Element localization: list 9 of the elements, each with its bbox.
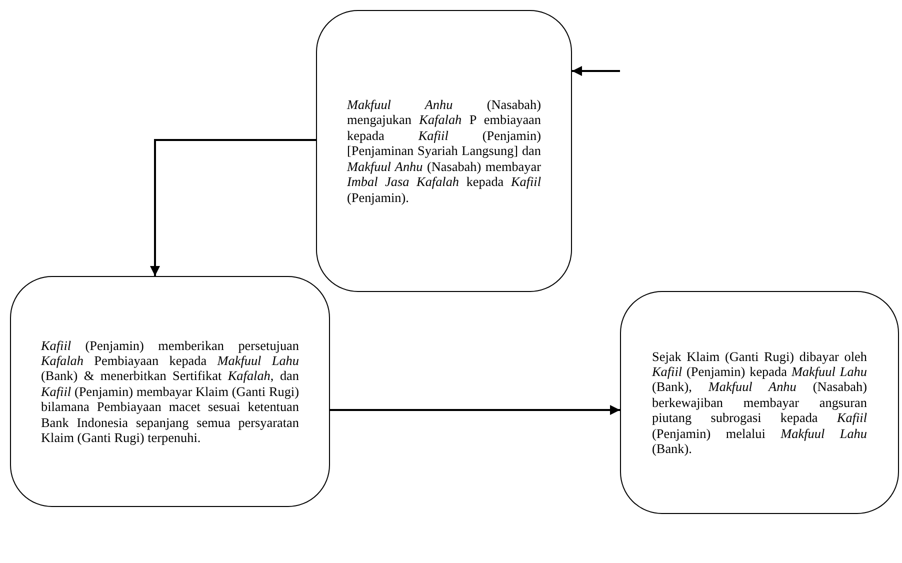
rounded-box — [316, 10, 572, 292]
arrow — [150, 139, 316, 276]
box-text: Kafiil (Penjamin) memberikan persetujuan Kafalah Pembiayaan kepada Makfuul Lahu (Bank) & menerbitkan Sertifikat Kafalah, dan Kafiil (Penjamin) membayar Klaim (Ganti Rugi) bilamana Pembiayaan macet sesuai ketentuan Bank Indonesia sepanjang semua persyaratan Klaim (Ganti Rugi) terpenuhi. — [41, 338, 299, 446]
box-text: Makfuul Anhu (Nasabah) mengajukan Kafalah P embiayaan kepada Kafiil (Penjamin) [Penjaminan Syariah Langsung] dan Makfuul Anhu (Nasabah) membayar Imbal Jasa Kafalah kepada Kafiil (Penjamin). — [347, 97, 541, 205]
box-text: Sejak Klaim (Ganti Rugi) dibayar oleh Kafiil (Penjamin) kepada Makfuul Lahu (Bank), Makfuul Anhu (Nasabah) berkewajiban membayar angsuran piutang subrogasi kepada Kafiil (Penjamin) melalui Makfuul Lahu (Bank). — [652, 348, 867, 456]
rounded-box — [620, 291, 899, 514]
rounded-box — [10, 276, 330, 507]
arrow — [572, 66, 620, 76]
arrow — [330, 405, 620, 415]
